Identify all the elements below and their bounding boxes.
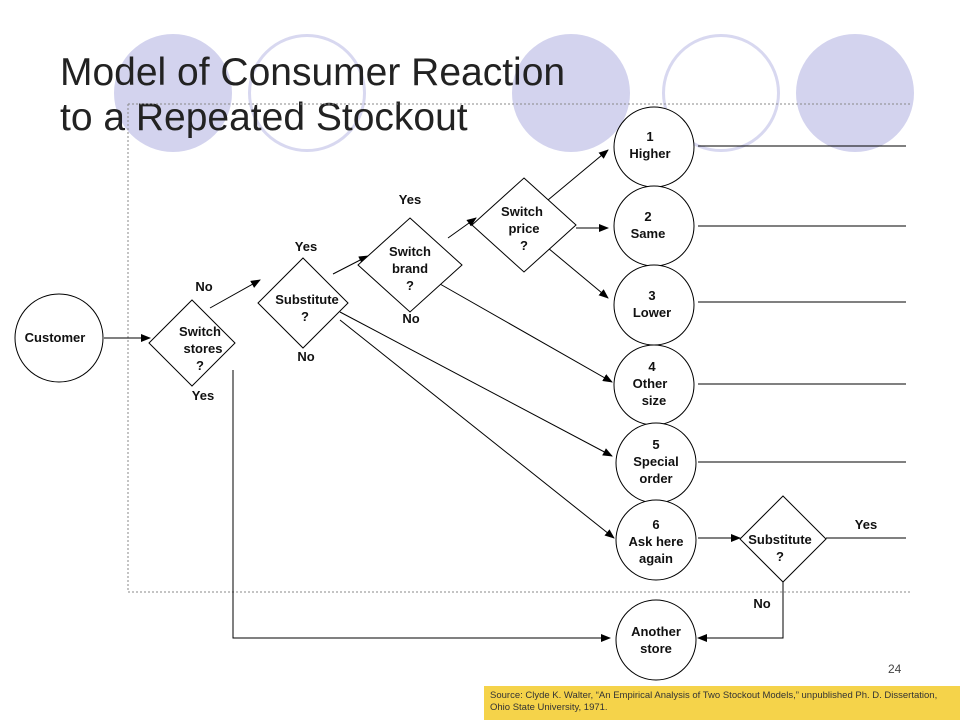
svg-text:?: ?	[301, 309, 309, 324]
svg-text:1: 1	[646, 129, 653, 144]
arrow-stores-no-to-substitute	[209, 279, 261, 309]
label-substitute-no: No	[297, 349, 314, 364]
decor-circle-2	[512, 34, 630, 152]
label-brand-no: No	[402, 311, 419, 326]
arrow-price-to-higher	[547, 149, 609, 201]
label-substitute-yes: Yes	[295, 239, 317, 254]
svg-text:Switch: Switch	[389, 244, 431, 259]
dotted-frame	[127, 103, 912, 593]
svg-text:4: 4	[648, 359, 656, 374]
arrow-substitute-to-switch-brand	[332, 255, 369, 275]
page-number: 24	[888, 662, 902, 676]
svg-text:Higher: Higher	[629, 146, 670, 161]
svg-text:Special: Special	[633, 454, 679, 469]
decision-switch-price: Switch price ?	[471, 177, 577, 273]
arrow-price-to-lower	[547, 247, 609, 299]
decor-ring-2	[662, 34, 780, 152]
arrow-substitute-no-to-ask-again	[339, 319, 615, 539]
decision-switch-brand: Switch brand ?	[357, 217, 463, 313]
outcome-6-ask-here-again: 6 Ask here again	[615, 499, 697, 581]
svg-text:5: 5	[652, 437, 659, 452]
connectors	[104, 145, 906, 642]
svg-text:order: order	[639, 471, 672, 486]
svg-text:6: 6	[652, 517, 659, 532]
decision-substitute-again: Substitute ?	[739, 495, 827, 583]
svg-text:Lower: Lower	[633, 305, 671, 320]
svg-text:price: price	[508, 221, 539, 236]
branch-labels: No Yes Yes No Yes No Yes No	[192, 192, 877, 611]
svg-text:stores: stores	[183, 341, 222, 356]
title-line-1: Model of Consumer Reaction	[60, 51, 566, 94]
svg-text:size: size	[642, 393, 667, 408]
svg-text:3: 3	[648, 288, 655, 303]
arrow-substitute-no-to-another-store	[697, 578, 784, 642]
svg-text:?: ?	[520, 238, 528, 253]
decor-circle-3	[796, 34, 914, 152]
svg-text:?: ?	[776, 549, 784, 564]
svg-text:?: ?	[196, 358, 204, 373]
label-brand-yes: Yes	[399, 192, 421, 207]
svg-text:Other: Other	[633, 376, 668, 391]
svg-text:?: ?	[406, 278, 414, 293]
decor-circle-1	[114, 34, 232, 152]
svg-text:Another: Another	[631, 624, 681, 639]
decision-substitute: Substitute ?	[257, 257, 349, 349]
label-again-no: No	[753, 596, 770, 611]
svg-text:2: 2	[644, 209, 651, 224]
svg-text:Switch: Switch	[179, 324, 221, 339]
node-customer: Customer	[14, 293, 104, 383]
label-stores-no: No	[195, 279, 212, 294]
outcome-1-higher: 1 Higher	[613, 106, 695, 188]
outcome-4-other-size: 4 Other size	[613, 344, 695, 426]
outcome-2-same: 2 Same	[613, 185, 695, 267]
svg-text:Substitute: Substitute	[748, 532, 812, 547]
customer-label: Customer	[25, 330, 86, 345]
svg-text:Ask here: Ask here	[629, 534, 684, 549]
outcome-5-special-order: 5 Special order	[615, 422, 697, 504]
svg-text:store: store	[640, 641, 672, 656]
svg-text:Same: Same	[631, 226, 666, 241]
svg-text:Switch: Switch	[501, 204, 543, 219]
arrow-brand-to-switch-price	[447, 217, 477, 239]
outcome-another-store: Another store	[615, 599, 697, 681]
arrow-substitute-no-to-special-order	[339, 311, 613, 457]
label-stores-yes: Yes	[192, 388, 214, 403]
decision-switch-stores: Switch stores ?	[148, 299, 236, 387]
svg-text:Substitute: Substitute	[275, 292, 339, 307]
svg-text:again: again	[639, 551, 673, 566]
arrow-stores-yes-to-another-store	[232, 370, 611, 642]
decor-ring-1	[248, 34, 366, 152]
label-again-yes: Yes	[855, 517, 877, 532]
source-citation: Source: Clyde K. Walter, “An Empirical A…	[484, 686, 960, 720]
arrow-brand-no-to-other-size	[439, 283, 613, 383]
svg-text:brand: brand	[392, 261, 428, 276]
outcome-3-lower: 3 Lower	[613, 264, 695, 346]
slide-title: Model of Consumer Reaction to a Repeated…	[60, 50, 565, 140]
